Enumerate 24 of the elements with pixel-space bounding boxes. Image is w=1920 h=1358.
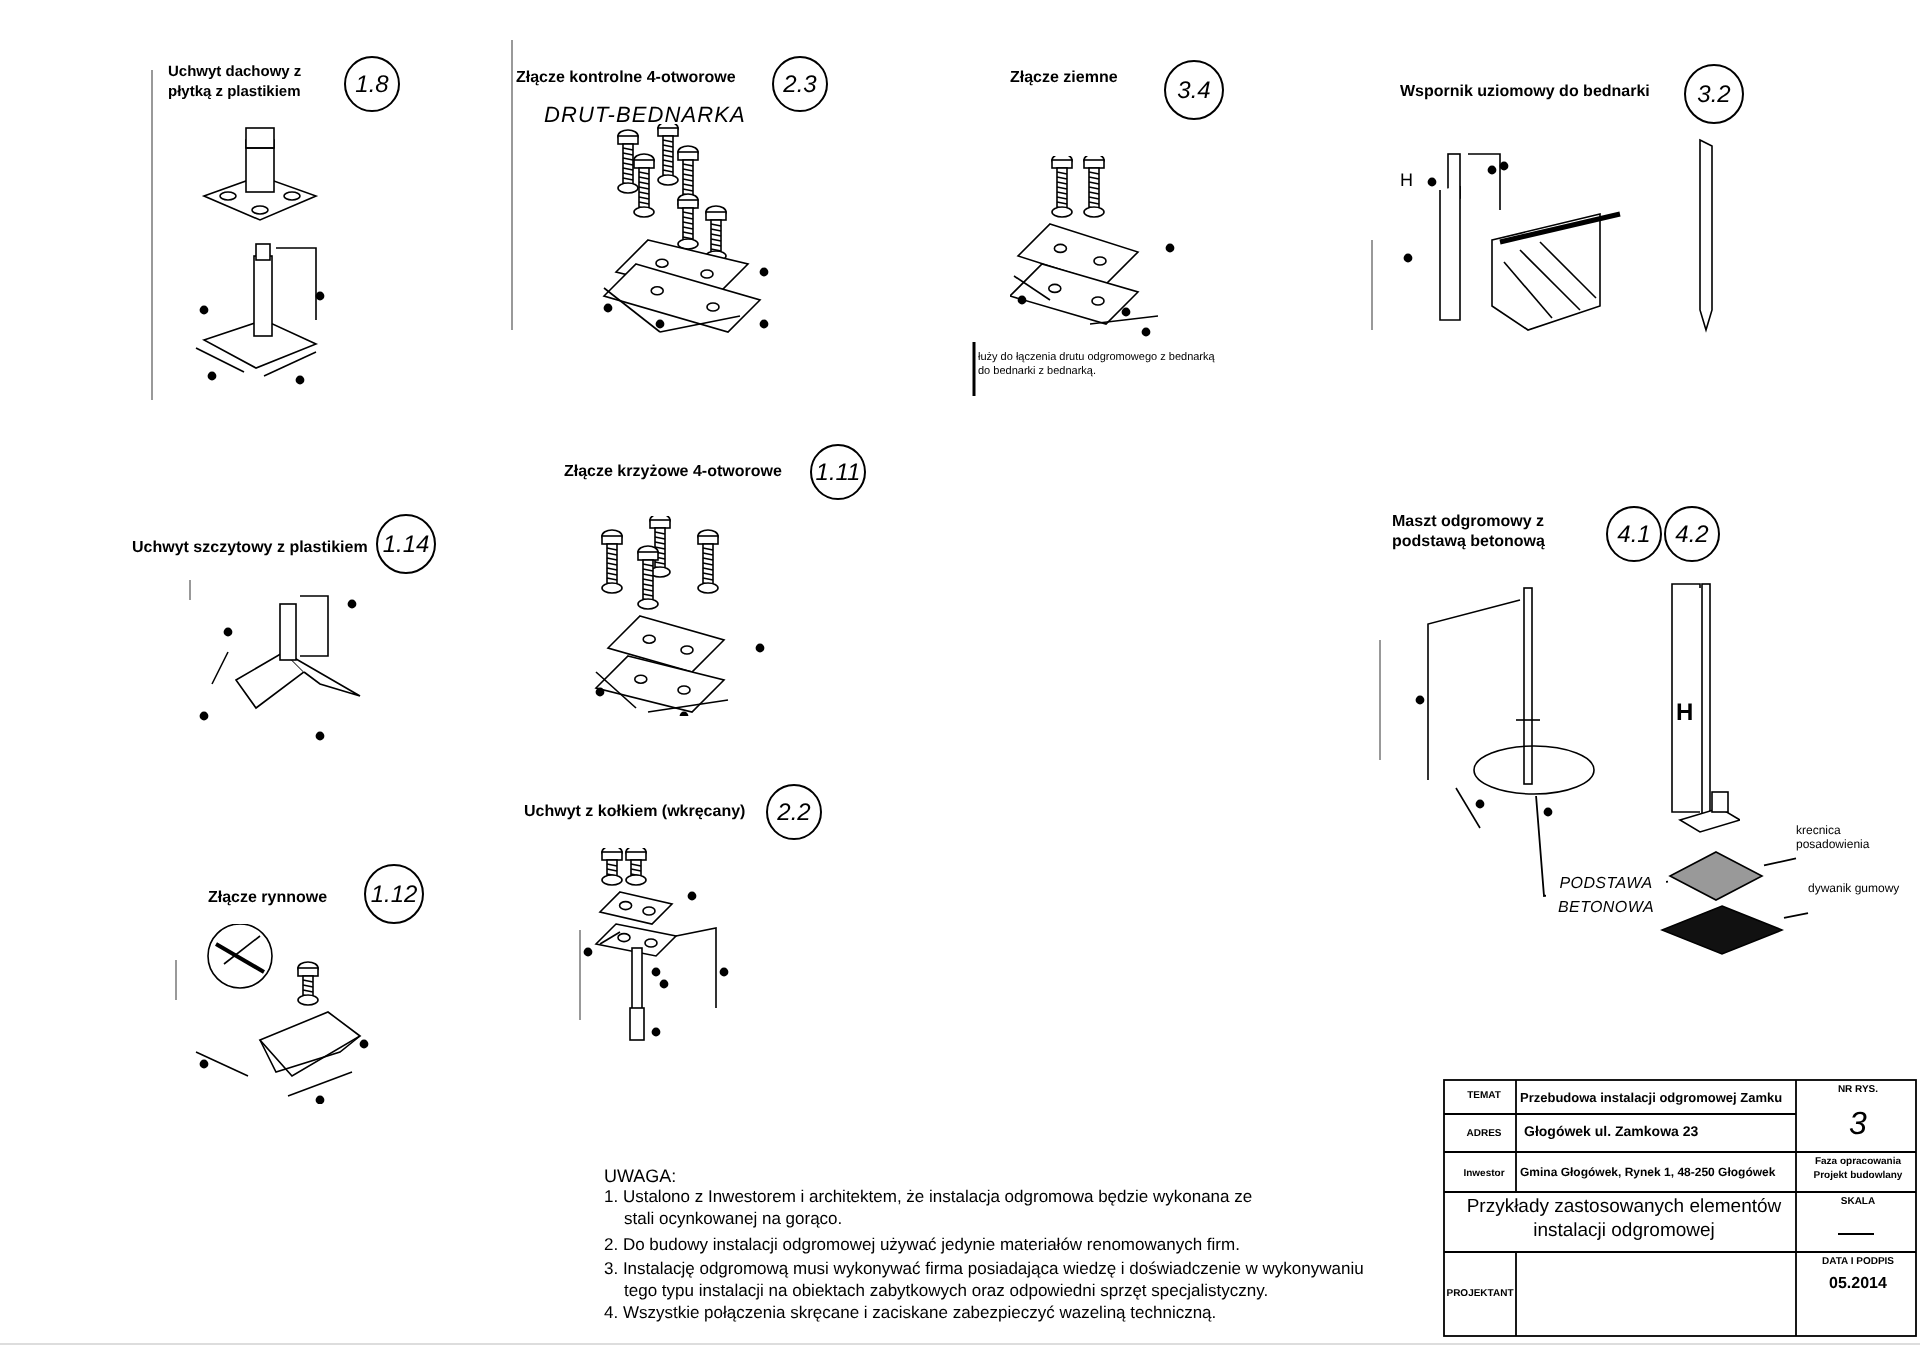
part-title: Złącze rynnowe — [208, 886, 330, 910]
leader-line — [1763, 857, 1797, 867]
note-text: 2. Do budowy instalacji odgromowej używać jedynie materiałów renomowanych firm. — [604, 1234, 1242, 1256]
part-title: Maszt odgromowy z podstawą betonową — [1392, 512, 1547, 552]
note-text: 3. Instalację odgromową musi wykonywać firma posiadająca wiedzę i doświadczenie w wykonywaniu tego typu instalacji na obiektach zabytkowych oraz odpowiedni sprzęt specjalistyczny. — [604, 1258, 1364, 1302]
part-title: Uchwyt szczytowy z plastikiem — [132, 536, 370, 560]
note-text: 4. Wszystkie połączenia skręcane i zaciskane zabezpieczyć wazeliną techniczną. — [604, 1302, 1219, 1324]
part-title: Złącze krzyżowe 4-otworowe — [564, 460, 784, 484]
note-text: 1. Ustalono z Inwestorem i architektem, że instalacja odgromowa będzie wykonana ze stali ocynkowanej na gorąco. — [604, 1186, 1255, 1230]
leader-line — [1783, 912, 1809, 919]
part-picture — [1668, 850, 1764, 902]
table-cell-text: Przykłady zastosowanych elementów instalacji odgromowej — [1464, 1196, 1784, 1244]
part-title: Złącze kontrolne 4-otworowe — [516, 66, 738, 90]
handwritten-note: DRUT-BEDNARKA — [544, 102, 748, 132]
part-title: Wspornik uziomowy do bednarki — [1400, 80, 1652, 104]
note-heading: UWAGA: — [604, 1164, 679, 1189]
table-cell-text: 3 — [1847, 1106, 1869, 1146]
part-picture — [1660, 904, 1784, 956]
table-cell-text: 05.2014 — [1827, 1272, 1889, 1296]
part-title: Uchwyt z kołkiem (wkręcany) — [524, 800, 748, 824]
part-picture — [1472, 744, 1596, 796]
part-title: Złącze ziemne — [1010, 66, 1120, 90]
dimension-label: H — [1400, 168, 1415, 194]
dimension-label: H — [1676, 696, 1696, 730]
